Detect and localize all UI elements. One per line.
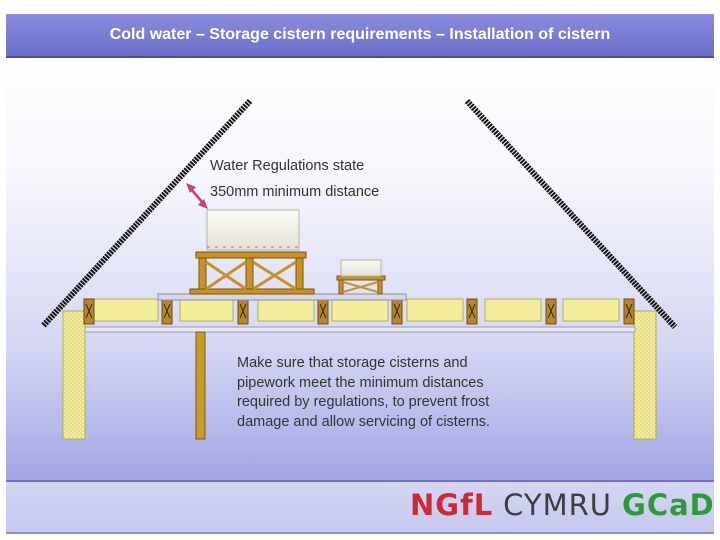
main-cistern-stand (189, 251, 315, 295)
footer-panel (6, 482, 714, 532)
loft-diagram (40, 98, 678, 440)
main-cistern (206, 209, 300, 251)
ngfl-cymru-gcad-logo: NGfL CYMRU GCaD (410, 486, 715, 524)
support-post (195, 331, 206, 440)
ceiling (84, 326, 636, 333)
small-cistern-stand (336, 275, 386, 295)
footer-divider (6, 480, 714, 482)
installation-note: Make sure that storage cisterns and pipe… (237, 355, 491, 430)
right-wall-insulation (633, 310, 657, 440)
regulation-label-line1: Water Regulations state (210, 158, 365, 174)
joist-row (93, 298, 620, 322)
loft-boarding (157, 293, 407, 301)
clearance-arrow (186, 183, 208, 209)
right-rafter (464, 98, 678, 330)
logo-cymru: CYMRU (503, 488, 613, 522)
title-bar: Cold water – Storage cistern requirement… (6, 14, 714, 58)
regulation-label-line2: 350mm minimum distance (210, 184, 380, 200)
small-cistern (340, 259, 382, 277)
left-wall-insulation (62, 310, 86, 440)
logo-ngfl: NGfL (410, 488, 494, 522)
slide-title: Cold water – Storage cistern requirement… (109, 26, 611, 43)
logo-gcad: GCaD (622, 488, 715, 522)
joist-marks (85, 303, 633, 319)
